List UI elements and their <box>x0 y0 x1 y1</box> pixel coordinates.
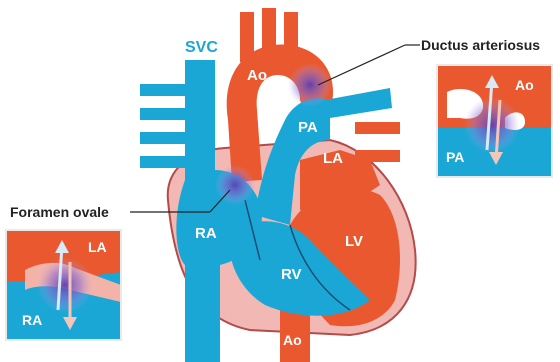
inset-foramen-glow <box>37 257 93 313</box>
pulmonary-artery-right-branch <box>325 88 392 118</box>
pulmonary-vessel-left-4 <box>140 156 185 168</box>
foramen-mixing-glow <box>215 165 255 205</box>
arch-branch-3 <box>284 12 298 62</box>
label-ivc: IVC <box>185 342 212 359</box>
label-lv: LV <box>345 233 363 250</box>
inset-foramen-label-la: LA <box>88 239 107 255</box>
label-ao-bottom: Ao <box>283 332 302 348</box>
pulmonary-vessel-left-3 <box>140 132 185 144</box>
arch-branch-1 <box>240 12 254 62</box>
label-la: LA <box>323 150 343 167</box>
callout-foramen-ovale: Foramen ovale <box>10 204 109 220</box>
inset-foramen: LA RA <box>6 230 121 340</box>
inset-foramen-label-ra: RA <box>22 312 42 328</box>
inset-ductus-label-pa: PA <box>446 149 464 165</box>
inset-ductus: Ao PA <box>437 65 552 177</box>
label-ra: RA <box>195 225 217 242</box>
pulmonary-vessel-left-2 <box>140 108 185 120</box>
callout-ductus-arteriosus: Ductus arteriosus <box>421 37 540 53</box>
label-pa: PA <box>298 119 318 136</box>
inset-ductus-glow <box>464 97 520 153</box>
ductus-mixing-glow <box>288 63 332 107</box>
pulmonary-vein-2 <box>355 150 400 162</box>
arch-branch-2 <box>262 8 276 56</box>
label-rv: RV <box>281 266 302 283</box>
label-svc: SVC <box>185 39 218 56</box>
pulmonary-vein-1 <box>355 122 400 134</box>
ductus-leader-line <box>318 45 405 85</box>
pulmonary-artery-left-branch <box>140 84 215 96</box>
label-ao-top: Ao <box>247 67 267 84</box>
inset-ductus-label-ao: Ao <box>515 77 534 93</box>
